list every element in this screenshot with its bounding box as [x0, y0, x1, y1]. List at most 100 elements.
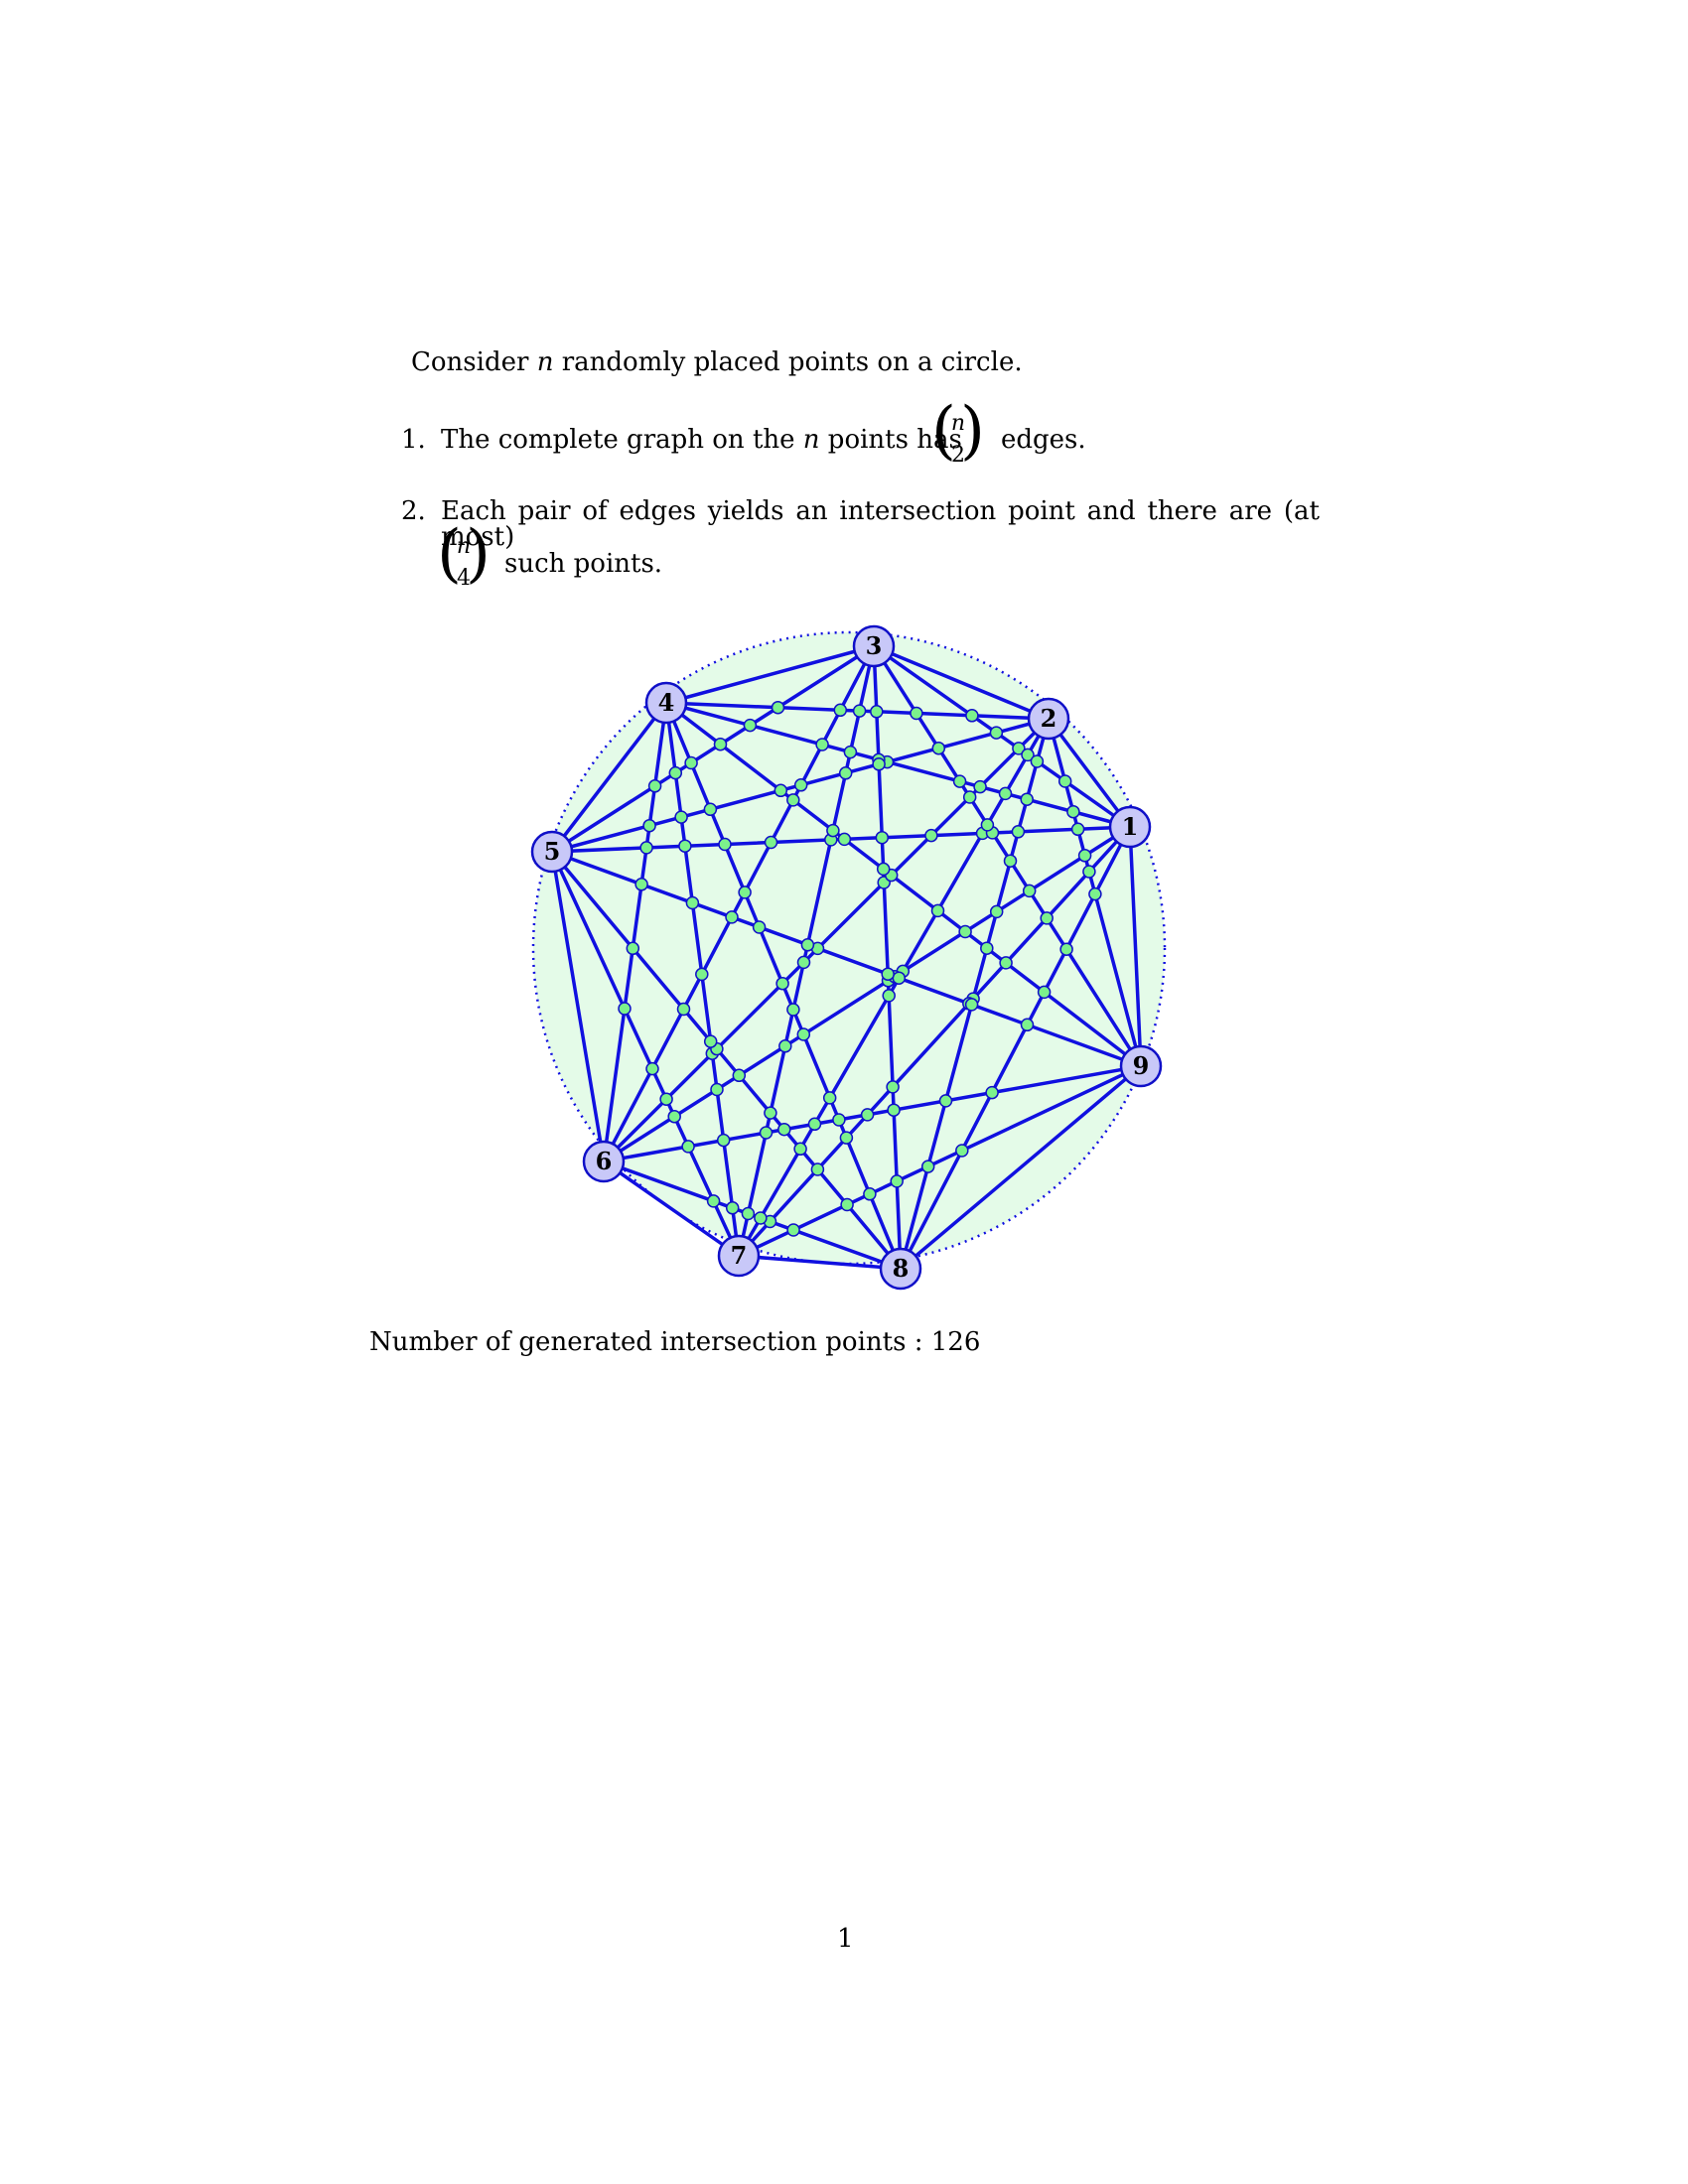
intersection-point-1: [965, 709, 979, 723]
node-label-2: 2: [1041, 704, 1057, 733]
graph-node-8: 8: [879, 1247, 922, 1291]
intersection-point-9: [998, 786, 1013, 801]
intersection-point-47: [810, 1162, 825, 1176]
intersection-point-14: [843, 745, 858, 759]
intersection-point-25: [639, 841, 653, 855]
binomial-n-choose-4: ( n 4 ): [437, 517, 491, 591]
graph-edge-5-9: [550, 850, 1143, 1068]
intersection-point-124: [777, 1122, 791, 1137]
intersection-point-106: [741, 1206, 756, 1221]
intersection-point-56: [955, 1144, 969, 1158]
intersection-point-70: [796, 955, 811, 970]
intersection-point-8: [973, 779, 987, 794]
intersection-point-31: [1077, 849, 1092, 863]
intersection-point-91: [920, 1160, 935, 1173]
intersection-point-59: [852, 704, 867, 718]
node-label-4: 4: [658, 688, 675, 717]
item1-mid: points has: [819, 425, 962, 455]
intersection-point-83: [793, 1142, 807, 1157]
intersection-point-79: [882, 989, 896, 1003]
graph-edge-1-7: [737, 825, 1132, 1258]
graph-edge-4-5: [550, 701, 668, 854]
graph-edge-1-3: [872, 644, 1132, 829]
item1-number: 1.: [401, 425, 426, 455]
intersection-point-113: [626, 941, 640, 956]
node-label-8: 8: [893, 1254, 910, 1283]
intersection-point-69: [774, 783, 788, 798]
node-circle-2: [1027, 697, 1070, 741]
node-label-6: 6: [596, 1147, 613, 1175]
intersection-point-74: [775, 976, 789, 991]
node-circle-5: [530, 830, 574, 874]
intersection-point-110: [887, 1103, 901, 1117]
graph-edge-2-7: [737, 717, 1051, 1258]
result-line: Number of generated intersection points …: [369, 1329, 980, 1355]
intersection-point-16: [952, 774, 967, 788]
item2-line1: Each pair of edges yields an intersectio…: [441, 496, 1320, 552]
intersection-point-116: [685, 895, 700, 910]
intersection-point-5: [1030, 754, 1045, 768]
graph-edge-3-5: [550, 644, 876, 854]
intersection-point-94: [684, 755, 698, 770]
intersection-point-54: [1020, 1018, 1035, 1032]
graph-node-2: 2: [1027, 697, 1070, 741]
intersection-point-42: [1082, 865, 1096, 879]
graph-edge-4-6: [602, 701, 668, 1163]
graph-edge-1-4: [664, 701, 1132, 829]
intersection-point-120: [832, 1113, 846, 1127]
intersection-point-62: [793, 778, 808, 792]
graph-node-5: 5: [530, 830, 574, 874]
intersection-point-32: [778, 1039, 792, 1053]
list-item-2: 2.: [401, 498, 426, 524]
intersection-point-38: [667, 1109, 681, 1124]
intersection-point-90: [938, 1094, 953, 1108]
graph-node-9: 9: [1119, 1044, 1163, 1088]
intersection-point-125: [840, 1197, 854, 1212]
graph-edge-4-9: [664, 701, 1143, 1068]
graph-node-1: 1: [1108, 805, 1152, 849]
intersection-points: [618, 700, 1102, 1237]
intersection-point-26: [678, 839, 692, 853]
intersection-point-4: [1021, 748, 1035, 762]
intersection-point-95: [713, 737, 728, 751]
node-label-7: 7: [731, 1241, 748, 1270]
intersection-point-58: [833, 703, 848, 718]
node-label-1: 1: [1122, 812, 1139, 841]
intersection-point-119: [752, 920, 767, 934]
intersection-point-114: [634, 878, 648, 891]
intersection-point-105: [800, 938, 815, 952]
graph-edge-6-7: [602, 1160, 741, 1258]
intersection-point-104: [764, 1106, 777, 1120]
item1-variable: n: [802, 425, 820, 455]
intersection-point-109: [881, 967, 895, 981]
intersection-point-17: [924, 828, 938, 843]
intersection-point-97: [738, 886, 752, 899]
intersection-point-46: [999, 956, 1013, 970]
intersection-point-21: [764, 835, 778, 850]
intersection-point-93: [668, 765, 683, 780]
intersection-point-121: [863, 1187, 877, 1201]
node-label-9: 9: [1133, 1051, 1150, 1080]
intersection-point-50: [860, 1108, 875, 1122]
intersection-point-100: [676, 1002, 691, 1017]
intersection-point-36: [796, 1027, 811, 1041]
node-circle-4: [644, 681, 688, 725]
intersection-point-45: [839, 1131, 854, 1145]
intro-pre: Consider: [411, 347, 537, 377]
result-value: 126: [930, 1327, 981, 1357]
intersection-point-115: [703, 1034, 718, 1048]
graph-node-6: 6: [582, 1140, 626, 1183]
intersection-point-11: [1066, 804, 1080, 819]
intersection-point-27: [718, 837, 732, 852]
intersection-point-88: [980, 941, 994, 955]
intersection-point-13: [815, 738, 829, 751]
graph-edge-8-9: [899, 1064, 1143, 1271]
intersection-point-112: [618, 1002, 632, 1016]
item1-post: edges.: [1001, 425, 1086, 455]
intersection-point-76: [659, 1092, 673, 1106]
intersection-point-98: [786, 793, 800, 807]
intersection-point-35: [710, 1082, 724, 1097]
intersection-point-10: [1020, 792, 1034, 806]
graph-edge-1-6: [602, 825, 1132, 1163]
intersection-point-37: [958, 924, 972, 939]
